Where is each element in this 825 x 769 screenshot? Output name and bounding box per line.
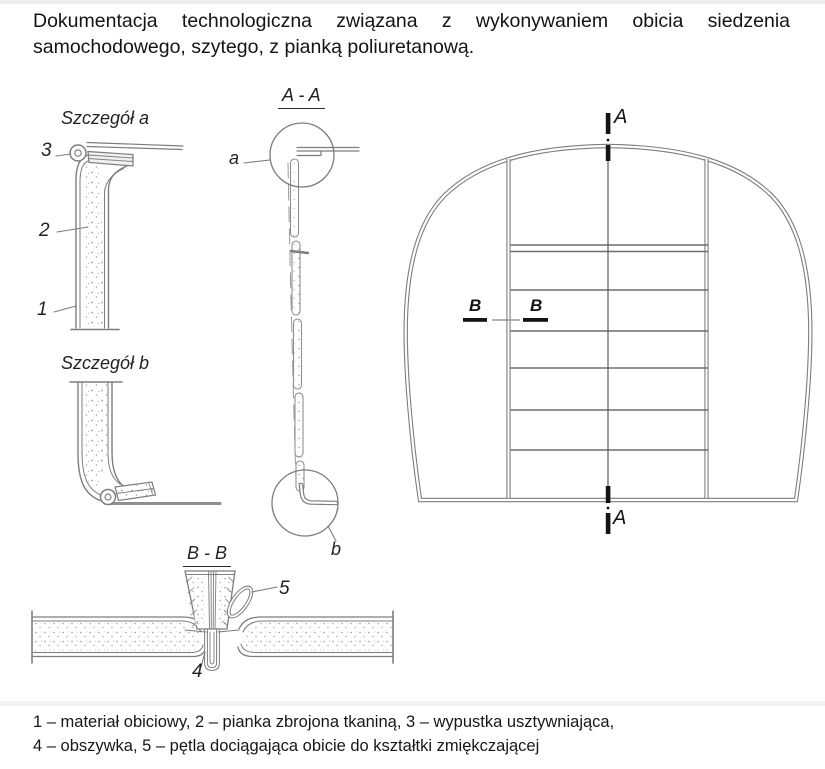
leader-part4 [200, 651, 206, 668]
label-part-1: 1 [37, 299, 48, 320]
section-aa-drawing [243, 122, 360, 542]
detail-a-drawing [53, 141, 184, 331]
legend-line2: 4 – obszywka, 5 – pętla dociągająca obic… [33, 737, 540, 755]
flap-line-2 [86, 145, 183, 151]
legend-line1: 1 – materiał obiciowy, 2 – pianka zbrojo… [33, 713, 615, 731]
upholstery-strip [289, 158, 305, 492]
label-callout-a: a [229, 148, 240, 168]
label-part-3: 3 [41, 140, 52, 161]
bead-ring-inner [104, 493, 112, 501]
detail-b-drawing [69, 381, 222, 506]
cover-right-inner [107, 381, 121, 485]
label-section-b-left: B [469, 296, 482, 315]
label-part-4: 4 [192, 661, 203, 682]
section-aa-header: A - A [278, 85, 325, 109]
label-section-a-top: A [614, 106, 628, 128]
leader-part2 [56, 226, 89, 233]
cover-right-outer [107, 165, 128, 329]
detail-b-header: Szczegół b [61, 353, 150, 373]
foam-left [33, 623, 201, 651]
scan-artifact-top [0, 0, 825, 4]
leader-part5 [251, 586, 278, 593]
cover-left-inner [79, 160, 90, 329]
binding-pocket [204, 628, 220, 671]
section-bb-header: B - B [183, 543, 232, 567]
foam-fill [83, 384, 107, 490]
leader-part3 [55, 153, 72, 157]
bead-ring-outer [69, 144, 87, 162]
seam-horizontal-lines [510, 244, 709, 451]
section-b-mark-right [523, 318, 548, 322]
seat-view-drawing [403, 113, 813, 534]
page-title-line2: samochodowego, szytego, z pianką poliure… [33, 36, 475, 58]
top-flap-lines [296, 146, 360, 157]
label-section-a-bottom: A [613, 507, 627, 529]
page-title-line1: Dokumentacja technologiczna związana z w… [33, 10, 790, 32]
cover-right-outer [111, 381, 126, 488]
bead-ring-inner [74, 149, 82, 157]
label-part-5: 5 [279, 578, 290, 599]
section-marks [463, 113, 611, 534]
foam-right [243, 623, 392, 651]
gathered-fabric-lines [208, 570, 217, 630]
flap-line-1 [86, 141, 184, 147]
cover-right-inner [104, 168, 124, 329]
hidden-edge-dashed [287, 162, 297, 484]
detail-a-header: Szczegół a [61, 108, 150, 128]
label-part-2: 2 [39, 220, 50, 241]
leader-callout-b [327, 525, 337, 542]
cover-left-inner [81, 381, 102, 496]
label-section-b-right: B [530, 296, 543, 315]
cover-left-outer [77, 381, 101, 502]
section-bb-drawing [31, 570, 394, 671]
scan-artifact-middle [0, 701, 825, 706]
section-b-mark-left [463, 318, 487, 322]
bottom-bend-inner [299, 483, 338, 505]
bead-ring-outer [99, 488, 117, 506]
foam-fill [83, 164, 104, 326]
leader-part1 [53, 305, 77, 313]
leader-callout-a [243, 159, 271, 164]
callout-circle-a [269, 122, 335, 188]
stitch-tick [289, 249, 310, 255]
label-callout-b: b [331, 539, 342, 559]
